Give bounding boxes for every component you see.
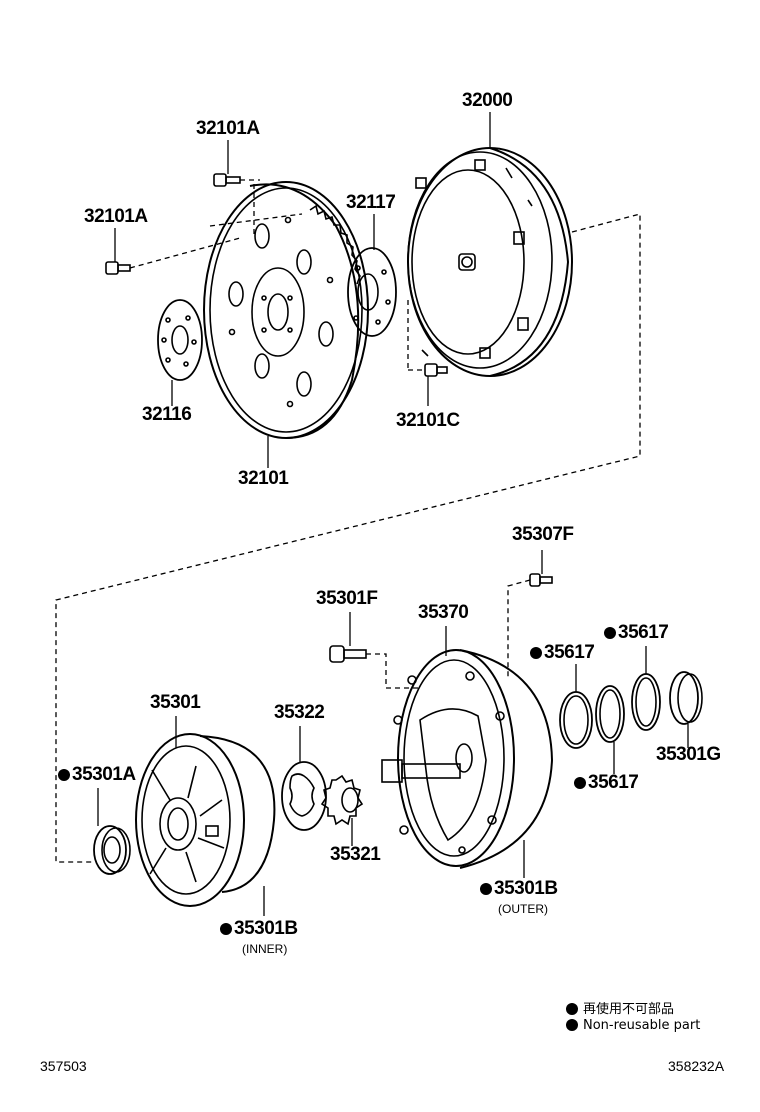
bolts-upper-drawing xyxy=(105,173,448,377)
legend-jp-text: 再使用不可部品 xyxy=(583,1002,675,1017)
drive-plate-drawing xyxy=(203,181,369,439)
label-35322: 35322 xyxy=(274,702,325,723)
non-reusable-dot xyxy=(604,627,616,639)
legend-jp: 再使用不可部品 xyxy=(566,998,674,1017)
dashed-guides-upper xyxy=(55,179,641,863)
leader-lines-lower xyxy=(97,550,689,916)
dashed-guides-lower xyxy=(366,579,531,689)
legend-dot xyxy=(566,1019,578,1031)
label-35301A: 35301A xyxy=(58,764,136,786)
label-35617-a-text: 35617 xyxy=(544,642,595,663)
label-35301B-outer: 35301B xyxy=(480,878,558,900)
label-35301B-inner-text: 35301B xyxy=(234,918,298,939)
legend-en-text: Non-reusable part xyxy=(583,1018,701,1033)
label-32101A-top: 32101A xyxy=(196,118,260,139)
code-right: 358232A xyxy=(668,1058,725,1074)
label-35301B-outer-text: 35301B xyxy=(494,878,558,899)
label-35617-a: 35617 xyxy=(530,642,595,664)
pump-gears-drawing xyxy=(281,761,364,831)
label-35307F: 35307F xyxy=(512,524,574,545)
note-inner: (INNER) xyxy=(242,942,288,956)
plate-32116-drawing xyxy=(157,299,203,381)
oil-seal-drawing xyxy=(93,825,131,875)
non-reusable-dot xyxy=(530,647,542,659)
legend-en: Non-reusable part xyxy=(566,1018,700,1033)
non-reusable-dot xyxy=(574,777,586,789)
oil-pump-body-drawing xyxy=(381,649,554,869)
non-reusable-dot xyxy=(220,923,232,935)
label-32000: 32000 xyxy=(462,90,513,111)
note-outer: (OUTER) xyxy=(498,902,548,916)
label-35301F: 35301F xyxy=(316,588,378,609)
bolts-lower-drawing xyxy=(329,573,553,663)
torque-converter-drawing xyxy=(407,147,573,377)
label-35370: 35370 xyxy=(418,602,469,623)
label-32101A-left: 32101A xyxy=(84,206,148,227)
label-32117: 32117 xyxy=(346,192,396,213)
label-35301G: 35301G xyxy=(656,744,721,765)
label-35321: 35321 xyxy=(330,844,381,865)
legend-dot xyxy=(566,1003,578,1015)
non-reusable-dot xyxy=(480,883,492,895)
label-32101C: 32101C xyxy=(396,410,460,431)
label-35617-c-text: 35617 xyxy=(588,772,639,793)
pump-cover-drawing xyxy=(135,733,276,907)
label-32101: 32101 xyxy=(238,468,289,489)
code-left: 357503 xyxy=(40,1058,87,1074)
label-35301: 35301 xyxy=(150,692,201,713)
leader-lines-upper xyxy=(114,112,491,468)
label-35301B-inner: 35301B xyxy=(220,918,298,940)
label-32116: 32116 xyxy=(142,404,192,425)
label-35301A-text: 35301A xyxy=(72,764,136,785)
seal-rings-drawing xyxy=(559,671,703,749)
plate-32117-drawing xyxy=(347,247,397,337)
non-reusable-dot xyxy=(58,769,70,781)
label-35617-b: 35617 xyxy=(604,622,669,644)
label-35617-b-text: 35617 xyxy=(618,622,669,643)
label-35617-c: 35617 xyxy=(574,772,639,794)
